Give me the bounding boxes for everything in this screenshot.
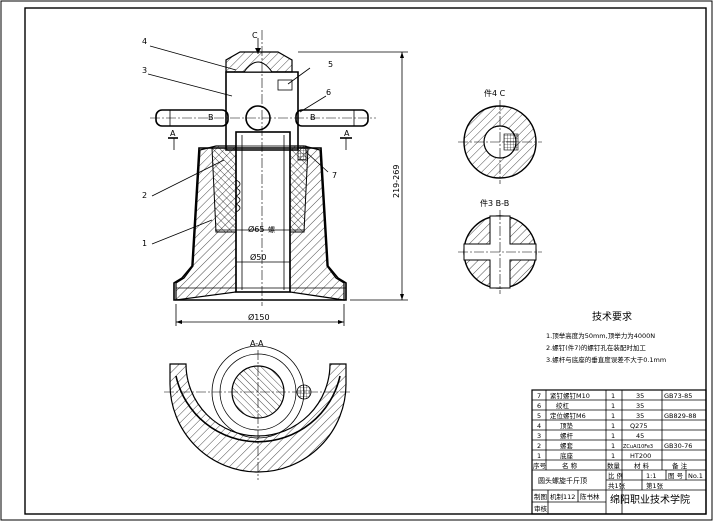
dim-height: 219-269: [392, 165, 401, 198]
drawing-name: 圆头螺旋千斤顶: [538, 476, 587, 485]
svg-text:45: 45: [636, 432, 644, 440]
svg-text:Q275: Q275: [630, 422, 648, 430]
dim-inner-dia: Ø50: [250, 252, 266, 262]
svg-text:备 注: 备 注: [672, 461, 688, 470]
svg-text:名 称: 名 称: [562, 461, 578, 470]
sheet-label: 图 号: [668, 472, 684, 480]
tech-requirements: 技术要求 1.顶举高度为50mm,顶举力为4000N 2.螺钉(件7)的螺钉孔在…: [546, 310, 666, 364]
svg-text:1: 1: [611, 442, 615, 450]
section-aa-title: A-A: [250, 339, 264, 348]
tech-req-item-3: 3.螺杆与底座的垂直度误差不大于0.1mm: [546, 355, 666, 364]
parts-row: 6 绞杠 1 35: [537, 401, 644, 410]
sheet-no: No.1: [688, 472, 703, 480]
parts-row: 7 紧钉螺钉M10 1 35 GB73-85: [537, 391, 692, 400]
tech-req-title: 技术要求: [592, 310, 632, 323]
svg-text:GB73-85: GB73-85: [664, 392, 692, 400]
parts-row: 3 螺杆 1 45: [537, 431, 644, 440]
svg-text:材 料: 材 料: [634, 461, 650, 470]
dim-thread-note: 螺: [268, 225, 275, 234]
dim-base-dia: Ø150: [248, 312, 270, 322]
parts-row: 2 螺套 1 ZCuAl10Fe3 GB30-76: [537, 441, 692, 450]
parts-row: 5 定位螺钉M6 1 35 GB829-88: [537, 411, 697, 420]
svg-text:35: 35: [636, 392, 644, 400]
title-block: 圆头螺旋千斤顶 比 例 1:1 图 号 No.1 共1张 第1张 制图 机制11…: [532, 470, 706, 514]
tech-req-item-2: 2.螺钉(件7)的螺钉孔在装配时加工: [546, 343, 646, 352]
svg-text:ZCuAl10Fe3: ZCuAl10Fe3: [623, 444, 653, 450]
section-c-label: C: [252, 31, 258, 40]
cut-a-right-label: A: [344, 129, 350, 138]
parts-list: 7 紧钉螺钉M10 1 35 GB73-85 6 绞杠 1 35 5 定位螺钉M…: [531, 389, 707, 515]
part-ref-2: 2: [142, 191, 147, 200]
view-bb: 件3 B-B: [458, 198, 542, 294]
part-ref-3: 3: [142, 66, 147, 75]
drawn-label: 制图: [534, 492, 547, 501]
svg-text:GB829-88: GB829-88: [664, 412, 697, 420]
svg-text:序号: 序号: [533, 461, 547, 470]
parts-header: 序号 名 称 数量 材 料 备 注: [533, 461, 688, 470]
b-left-label: B: [208, 113, 214, 122]
scale-value: 1:1: [646, 472, 656, 480]
svg-text:底座: 底座: [560, 451, 574, 460]
part-ref-1: 1: [142, 239, 147, 248]
tech-req-item-1: 1.顶举高度为50mm,顶举力为4000N: [546, 331, 655, 340]
svg-text:3: 3: [537, 432, 541, 440]
drawer: 陈书林: [580, 492, 600, 501]
svg-text:绞杠: 绞杠: [556, 401, 570, 410]
svg-text:2: 2: [537, 442, 541, 450]
svg-text:螺杆: 螺杆: [560, 431, 574, 440]
svg-text:6: 6: [537, 402, 541, 410]
checked-label: 审核: [534, 504, 548, 513]
view-bb-title: 件3 B-B: [480, 198, 509, 208]
b-right-label: B: [310, 113, 316, 122]
svg-text:GB30-76: GB30-76: [664, 442, 692, 450]
cut-a-left-label: A: [170, 129, 176, 138]
svg-text:35: 35: [636, 402, 644, 410]
svg-text:1: 1: [611, 452, 615, 460]
svg-text:定位螺钉M6: 定位螺钉M6: [550, 411, 586, 420]
part-ref-7: 7: [332, 171, 337, 180]
inner-frame: [24, 7, 707, 515]
part-ref-5: 5: [328, 60, 333, 69]
svg-text:1: 1: [611, 412, 615, 420]
svg-text:5: 5: [537, 412, 541, 420]
svg-text:1: 1: [611, 402, 615, 410]
svg-text:1: 1: [611, 392, 615, 400]
school-name: 绵阳职业技术学院: [610, 493, 690, 506]
svg-text:7: 7: [537, 392, 541, 400]
parts-row: 1 底座 1 HT200: [537, 451, 651, 460]
svg-text:顶垫: 顶垫: [560, 421, 574, 430]
view-c-title: 件4 C: [484, 88, 506, 98]
svg-text:1: 1: [537, 452, 541, 460]
svg-text:螺套: 螺套: [560, 441, 574, 450]
svg-text:1: 1: [611, 422, 615, 430]
sheet-num: 第1张: [646, 481, 664, 490]
part-ref-6: 6: [326, 88, 331, 97]
sheets-total: 共1张: [608, 481, 626, 490]
section-aa: A-A: [164, 339, 352, 480]
svg-text:HT200: HT200: [630, 452, 651, 460]
scale-label: 比 例: [608, 471, 623, 480]
part-ref-4: 4: [142, 37, 147, 46]
front-view: C B B A A 4 3 5 6 2 7 1 Ø65 螺 Ø50 Ø1: [142, 30, 408, 326]
svg-text:35: 35: [636, 412, 644, 420]
view-c: 件4 C: [458, 88, 542, 184]
svg-text:紧钉螺钉M10: 紧钉螺钉M10: [550, 391, 590, 400]
drawn-by: 机制112: [550, 492, 575, 501]
svg-text:数量: 数量: [607, 461, 621, 470]
svg-text:4: 4: [537, 422, 541, 430]
dim-thread-dia: Ø65: [248, 224, 264, 234]
parts-row: 4 顶垫 1 Q275: [537, 421, 648, 430]
svg-text:1: 1: [611, 432, 615, 440]
